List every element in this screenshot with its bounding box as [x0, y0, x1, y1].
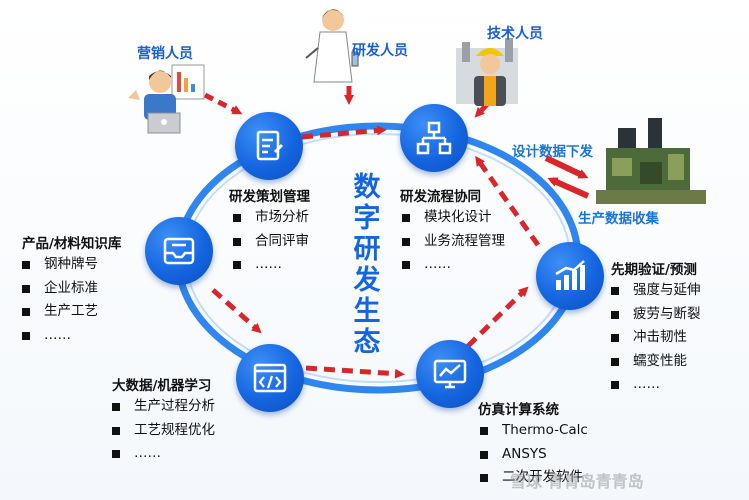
simulation-title: 仿真计算系统: [478, 402, 559, 418]
hierarchy-icon: [416, 121, 452, 155]
role-rd-label: 研发人员: [352, 43, 408, 59]
knowledge-title: 产品/材料知识库: [22, 236, 122, 252]
list-item: 工艺规程优化: [112, 419, 215, 443]
marketing-person-illustration: [128, 64, 205, 134]
list-item: 生产工艺: [22, 300, 98, 324]
bigdata-list: 生产过程分析 工艺规程优化 ……: [112, 395, 215, 466]
collab-node-icon: [400, 104, 468, 172]
role-marketing-label: 营销人员: [137, 46, 193, 62]
list-item: 蠕变性能: [611, 350, 701, 374]
list-item: 二次开发软件: [480, 466, 588, 490]
bigdata-title: 大数据/机器学习: [112, 378, 212, 394]
knowledge-node-icon: [145, 217, 213, 285]
prediction-list: 强度与延伸 疲劳与断裂 冲击韧性 蠕变性能 ……: [611, 279, 701, 397]
factory-illustration: [596, 118, 706, 204]
production-data-collect-label: 生产数据收集: [578, 211, 659, 227]
factory-arrows: [544, 155, 590, 199]
list-item: ……: [402, 253, 505, 277]
rd-person-illustration: [305, 9, 359, 83]
planning-title: 研发策划管理: [229, 189, 310, 205]
watermark: 雪球 青青岛青青岛: [510, 472, 644, 491]
list-item: 合同评审: [233, 230, 309, 254]
role-tech-label: 技术人员: [487, 26, 543, 42]
list-item: ANSYS: [480, 443, 588, 467]
list-item: 钢种牌号: [22, 253, 98, 277]
list-item: 业务流程管理: [402, 230, 505, 254]
list-item: 冲击韧性: [611, 326, 701, 350]
planning-node-icon: [235, 112, 303, 180]
bar-chart-trend-icon: [555, 260, 585, 290]
list-item: Thermo-Calc: [480, 419, 588, 443]
role-arrow-marketing: [203, 92, 243, 115]
document-edit-icon: [256, 130, 284, 161]
prediction-title: 先期验证/预测: [611, 262, 697, 278]
inbox-tray-icon: [163, 237, 195, 265]
collab-list: 模块化设计 业务流程管理 ……: [402, 206, 505, 277]
list-item: 企业标准: [22, 277, 98, 301]
list-item: 生产过程分析: [112, 395, 215, 419]
code-window-icon: [253, 363, 287, 393]
planning-list: 市场分析 合同评审 ……: [233, 206, 309, 277]
knowledge-list: 钢种牌号 企业标准 生产工艺 ……: [22, 253, 98, 347]
list-item: ……: [22, 324, 98, 348]
list-item: ……: [611, 373, 701, 397]
list-item: 模块化设计: [402, 206, 505, 230]
simulation-node-icon: [416, 340, 484, 408]
tech-person-illustration: [456, 38, 518, 106]
bigdata-node-icon: [236, 344, 304, 412]
list-item: 强度与延伸: [611, 279, 701, 303]
collab-title: 研发流程协同: [400, 189, 481, 205]
center-title: 数字研发生态: [353, 172, 381, 358]
list-item: 市场分析: [233, 206, 309, 230]
list-item: 疲劳与断裂: [611, 303, 701, 327]
flow-arrows: [211, 125, 541, 379]
list-item: ……: [112, 442, 215, 466]
design-data-down-label: 设计数据下发: [512, 144, 593, 160]
simulation-list: Thermo-Calc ANSYS 二次开发软件: [480, 419, 588, 490]
list-item: ……: [233, 253, 309, 277]
monitor-graph-icon: [433, 359, 467, 389]
prediction-node-icon: [536, 242, 604, 310]
